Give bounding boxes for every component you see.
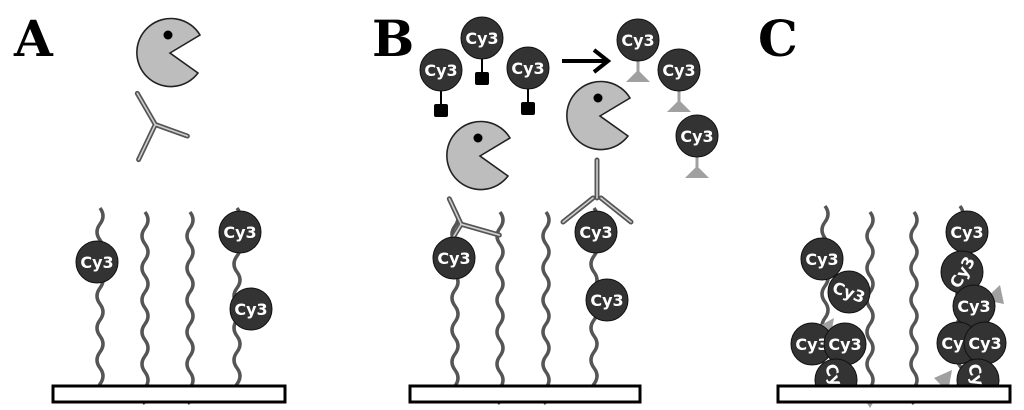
svg-text:Cy3: Cy3 [223, 223, 256, 242]
cy3-dye-icon: Cy3 [460, 16, 504, 86]
panel-label-c: C [758, 9, 798, 68]
svg-text:Cy3: Cy3 [621, 31, 654, 50]
cy3-dye-icon: Cy3 [419, 48, 463, 118]
svg-text:Cy3: Cy3 [579, 223, 612, 242]
panel-label-b: B [372, 9, 414, 68]
svg-text:Cy3: Cy3 [511, 59, 544, 78]
pacman-enzyme-icon [136, 17, 201, 88]
antibody-icon [560, 157, 634, 225]
svg-text:Cy3: Cy3 [437, 249, 470, 268]
pacman-enzyme-icon [566, 80, 631, 151]
dna-strand-group-a [95, 206, 242, 406]
cy3-dye-icon: Cy3 [827, 270, 871, 314]
cy3-dye-icon: Cy3 [952, 284, 996, 328]
svg-text:Cy3: Cy3 [950, 223, 983, 242]
substrate-bar-icon [51, 384, 287, 404]
cy3-dye-icon: Cy3 [616, 18, 660, 84]
panel-label-a: A [13, 9, 54, 68]
antibody-icon [134, 90, 190, 163]
cy3-dye-icon: Cy3 [963, 321, 1007, 365]
cy3-dye-icon: Cy3 [506, 46, 550, 116]
substrate-bar-icon [408, 384, 642, 404]
cy3-dye-icon: Cy3 [790, 322, 834, 366]
svg-text:Cy3: Cy3 [465, 29, 498, 48]
arrow-right-icon [562, 48, 612, 74]
svg-text:Cy3: Cy3 [590, 291, 623, 310]
pacman-enzyme-icon [446, 120, 511, 191]
cy3-dye-icon: Cy3 [432, 236, 476, 280]
cy3-dye-icon: Cy3 [585, 278, 629, 322]
cy3-dye-icon: Cy3 [574, 210, 618, 254]
substrate-bar-icon [776, 384, 1012, 404]
cy3-dye-icon: Cy3 [657, 48, 701, 114]
svg-text:Cy3: Cy3 [828, 335, 861, 354]
cy3-dye-icon: Cy3 [945, 210, 989, 254]
cy3-dye-icon: Cy3 [800, 237, 844, 281]
svg-text:Cy3: Cy3 [662, 61, 695, 80]
svg-text:Cy3: Cy3 [680, 127, 713, 146]
svg-text:Cy3: Cy3 [805, 250, 838, 269]
cy3-dye-icon: Cy3 [75, 240, 119, 284]
svg-text:Cy3: Cy3 [424, 61, 457, 80]
cy3-dye-icon: Cy3 [675, 114, 719, 180]
svg-text:Cy3: Cy3 [234, 300, 267, 319]
svg-text:Cy3: Cy3 [795, 335, 828, 354]
svg-text:Cy3: Cy3 [80, 253, 113, 272]
cy3-dye-icon: Cy3 [823, 322, 867, 366]
svg-text:Cy3: Cy3 [968, 334, 1001, 353]
cy3-dye-icon: Cy3 [229, 287, 273, 331]
cy3-dye-icon: Cy3 [218, 210, 262, 254]
svg-text:Cy3: Cy3 [957, 297, 990, 316]
